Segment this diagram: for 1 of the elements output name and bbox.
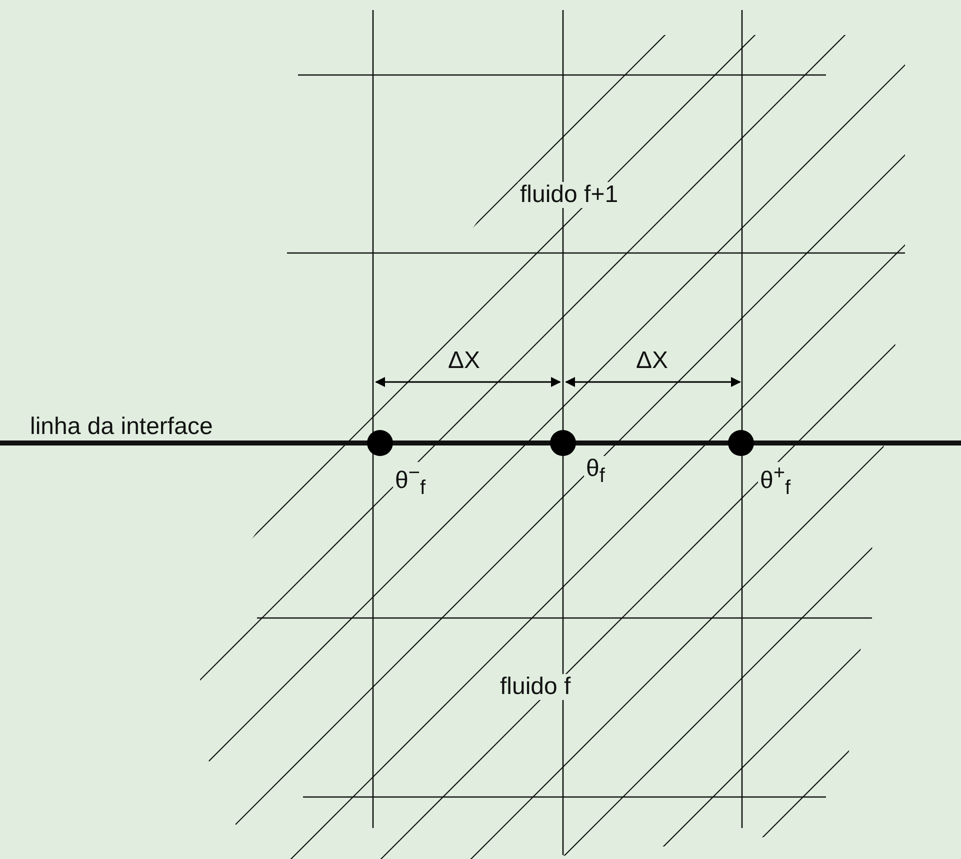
region-label: fluido f (498, 674, 573, 700)
